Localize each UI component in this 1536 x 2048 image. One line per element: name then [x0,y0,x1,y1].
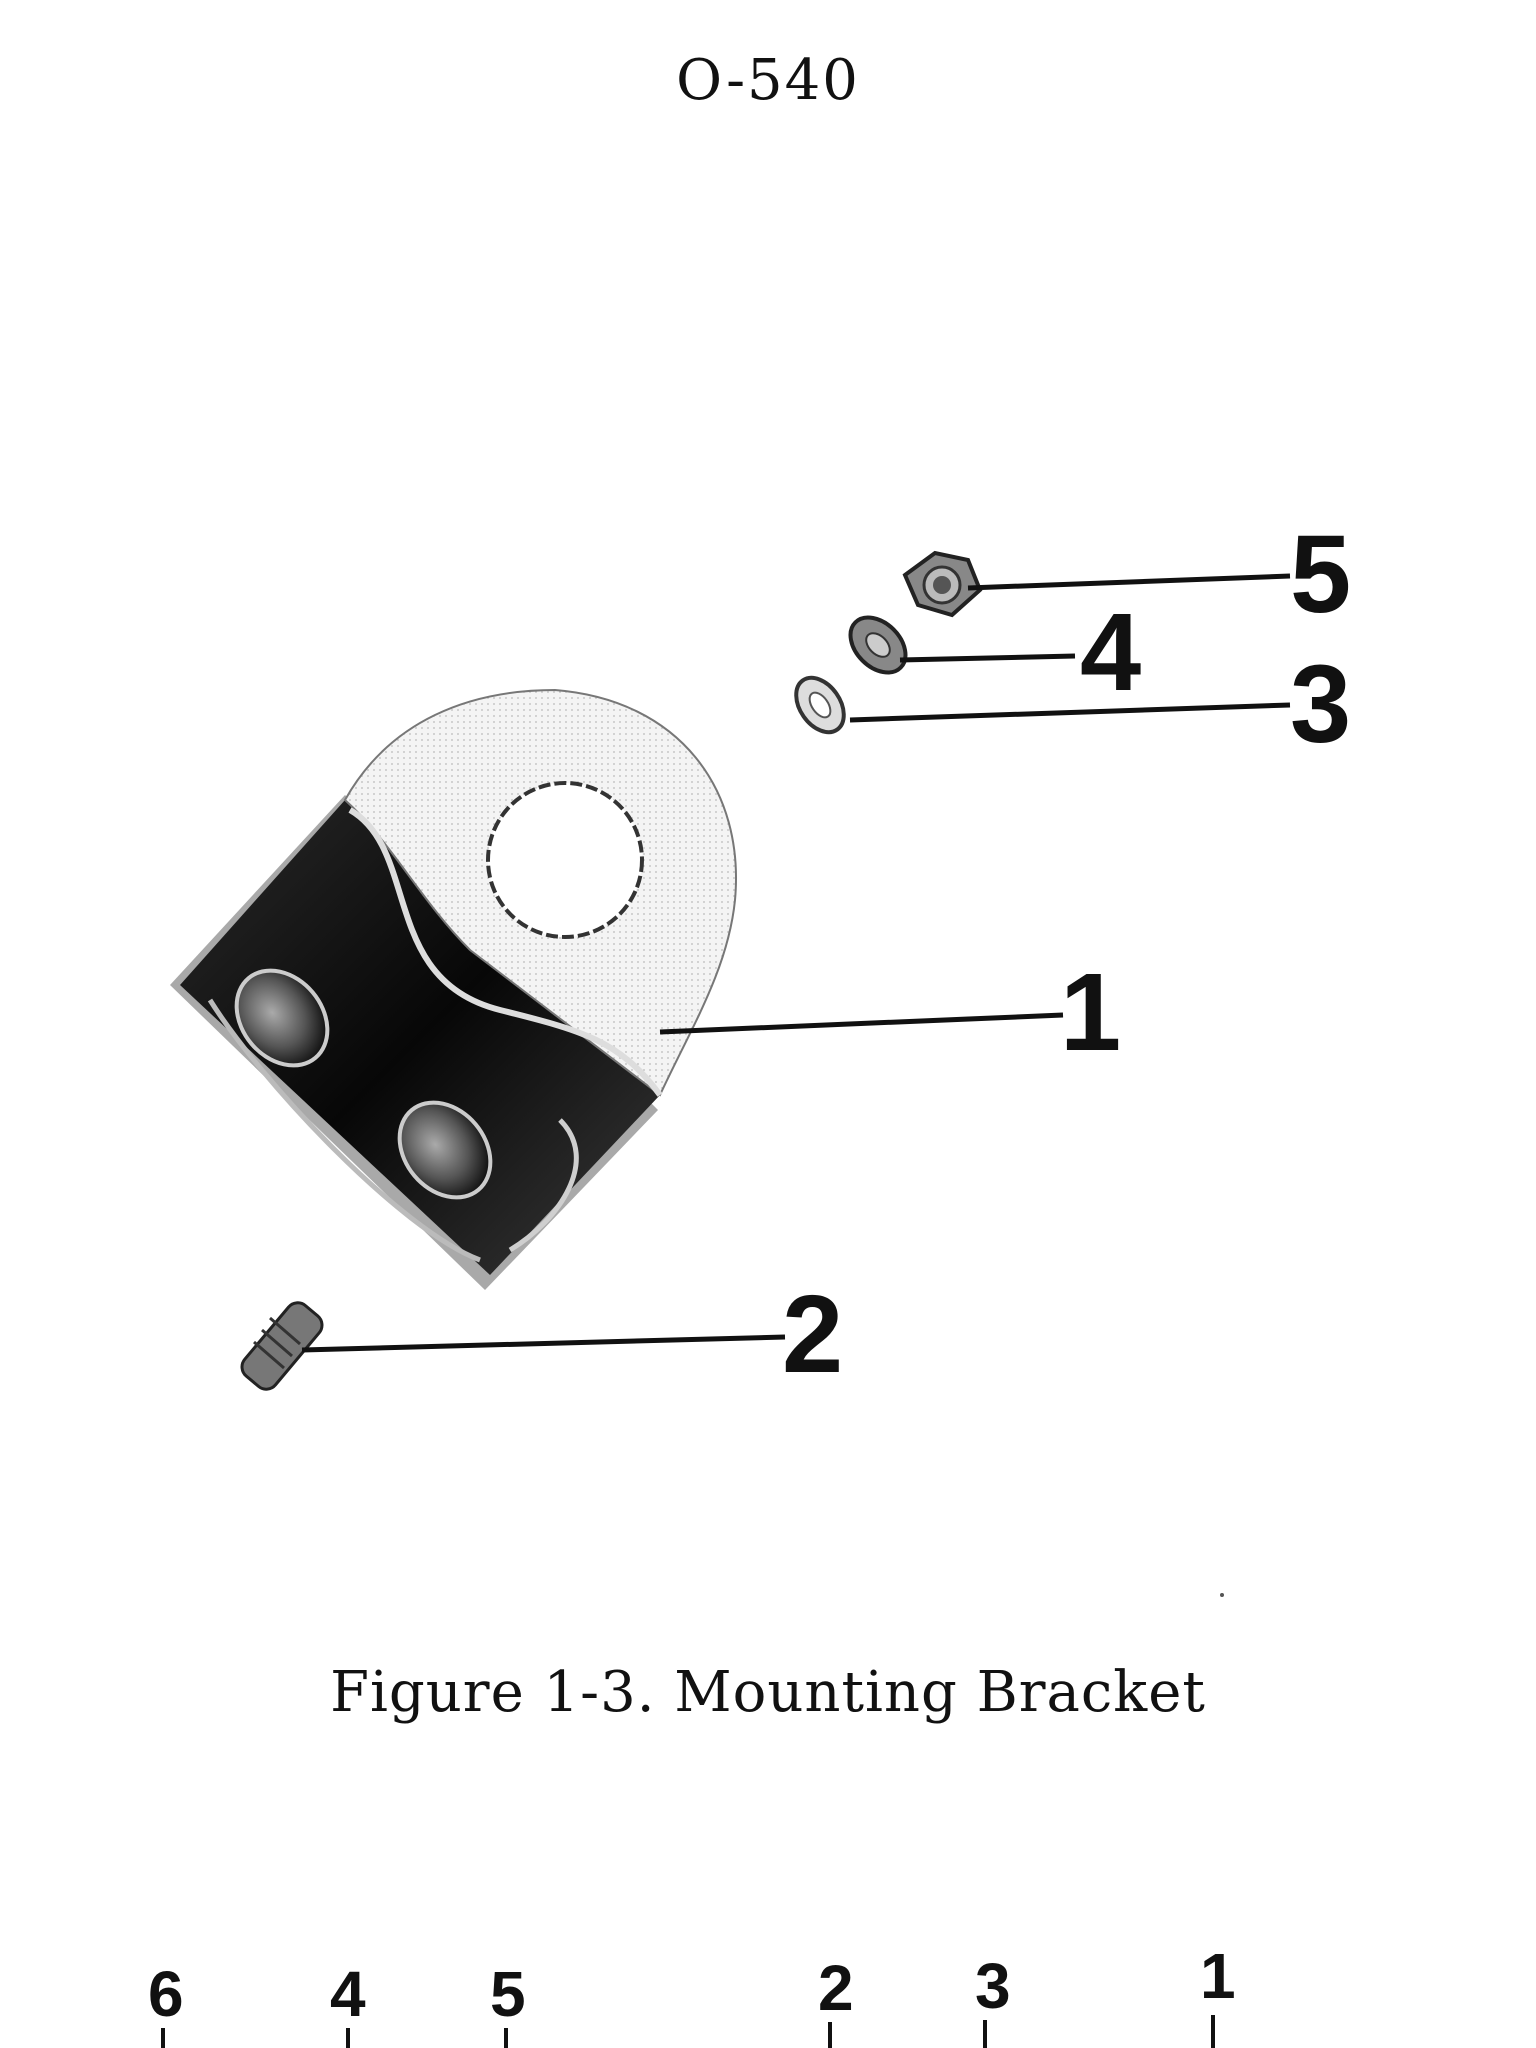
page-header-title: O-540 [676,48,860,113]
leader-line-3 [849,702,1291,723]
bottom-label-2: 2 [818,1952,854,2024]
figure-caption: Figure 1-3. Mounting Bracket [330,1660,1206,1725]
bracket-part [170,688,737,1290]
lock-washer-part [848,615,908,675]
leader-line-1 [659,1012,1064,1035]
bottom-label-6: 6 [148,1958,184,2030]
scan-speck [1220,1593,1224,1597]
callout-5: 5 [1290,513,1351,636]
leader-line-5 [967,573,1291,591]
nut-part [902,550,983,618]
callout-4: 4 [1080,591,1141,714]
callout-2: 2 [782,1273,843,1396]
leader-line-4 [899,653,1076,663]
stud-part [240,1301,324,1391]
callout-1: 1 [1060,951,1121,1074]
bottom-label-4: 4 [330,1958,366,2030]
leader-line-2 [301,1334,786,1353]
bottom-label-1: 1 [1200,1940,1236,2012]
washer-part [794,675,846,735]
bottom-label-3: 3 [975,1950,1011,2022]
bottom-label-5: 5 [490,1958,526,2030]
callout-3: 3 [1290,643,1351,766]
bottom-label-strip: 6 4 5 2 3 1 [148,1940,1236,2048]
